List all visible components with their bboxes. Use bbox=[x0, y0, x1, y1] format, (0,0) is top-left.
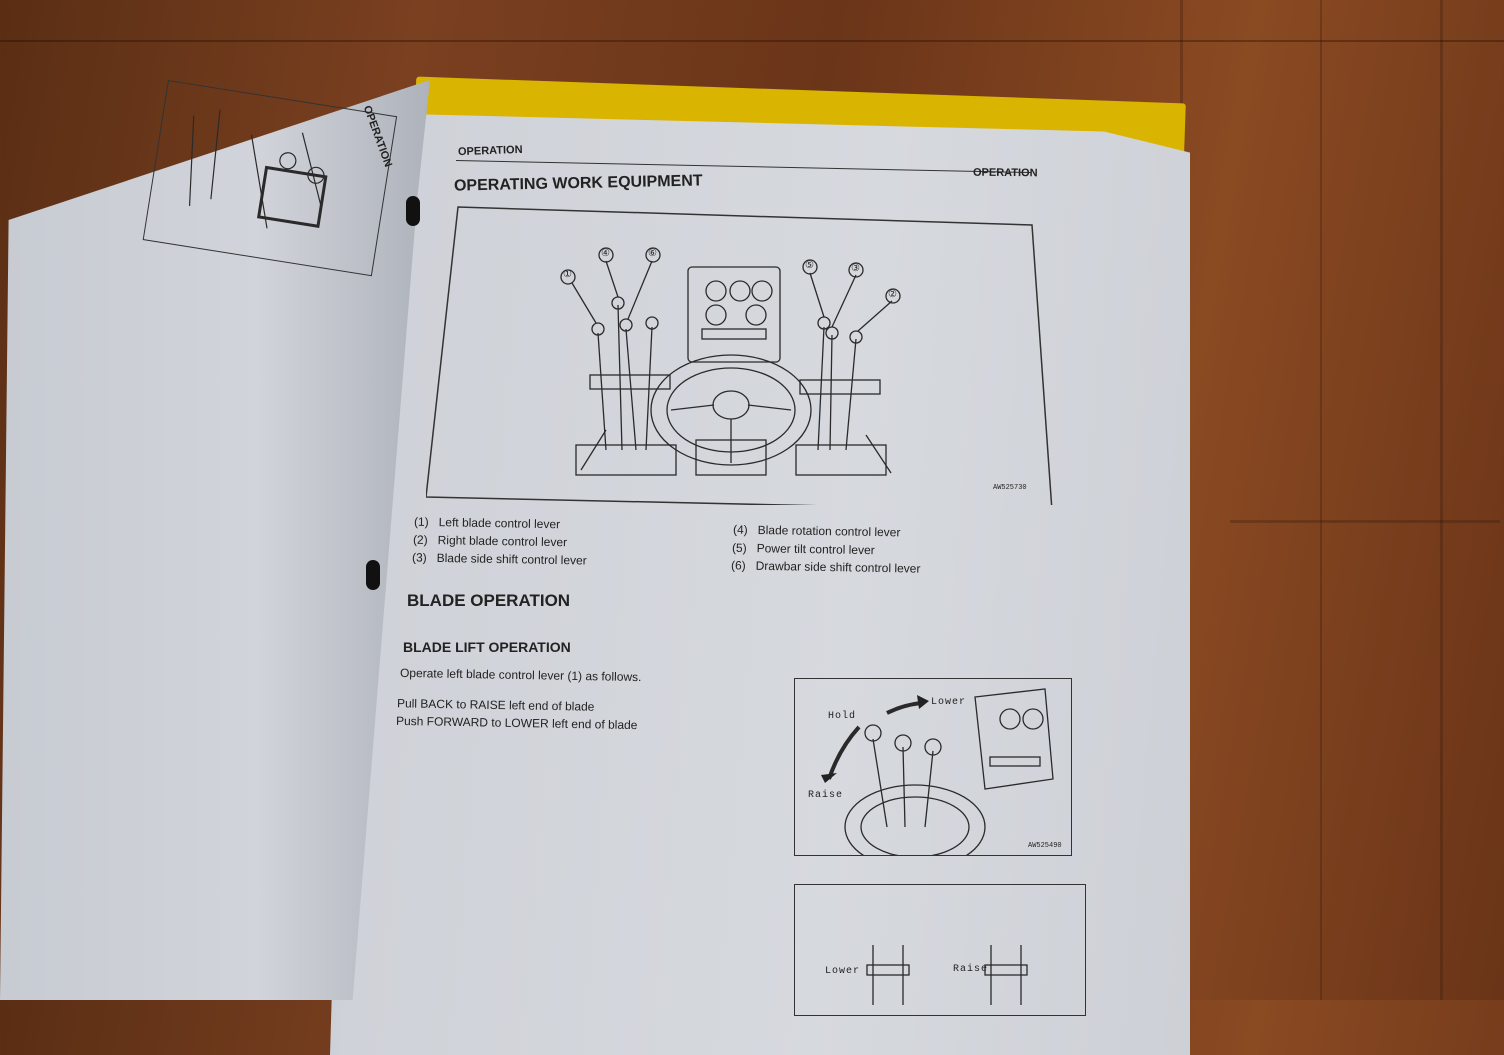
figure-blade-both bbox=[794, 884, 1086, 1016]
figure2-code: AW525490 bbox=[1028, 842, 1062, 850]
legend-item-1: (1) Left blade control lever bbox=[414, 515, 560, 532]
callout-4: ④ bbox=[601, 248, 610, 259]
floor-grain bbox=[1230, 520, 1500, 523]
label-lower-2: Lower bbox=[825, 966, 861, 977]
legend-num: (6) bbox=[730, 558, 746, 573]
legend-item-2: (2) Right blade control lever bbox=[413, 533, 567, 550]
legend-num: (1) bbox=[413, 514, 429, 529]
legend-text: Blade side shift control lever bbox=[436, 550, 587, 568]
legend-text: Drawbar side shift control lever bbox=[755, 558, 921, 576]
label-raise-2: Raise bbox=[953, 964, 989, 975]
legend-num: (3) bbox=[411, 550, 427, 565]
binder-hole bbox=[366, 560, 380, 590]
legend-item-5: (5) Power tilt control lever bbox=[732, 541, 875, 557]
floor-grain bbox=[1320, 0, 1322, 1000]
callout-5: ⑤ bbox=[805, 260, 814, 271]
section-heading: BLADE OPERATION bbox=[407, 591, 571, 610]
legend-num: (4) bbox=[732, 522, 748, 537]
right-page bbox=[330, 114, 1190, 1055]
sub-heading: BLADE LIFT OPERATION bbox=[403, 639, 571, 655]
left-page bbox=[0, 80, 430, 1000]
label-hold: Hold bbox=[828, 711, 857, 722]
callout-6: ⑥ bbox=[648, 248, 657, 259]
legend-text: Right blade control lever bbox=[437, 533, 568, 550]
callout-3: ③ bbox=[851, 263, 860, 274]
floor-seam bbox=[0, 40, 1504, 42]
legend-num: (5) bbox=[731, 540, 747, 556]
legend-item-4: (4) Blade rotation control lever bbox=[733, 523, 901, 540]
figure-operator-station bbox=[425, 205, 1056, 512]
figure-code: AW525730 bbox=[993, 484, 1027, 492]
callout-2: ② bbox=[888, 289, 897, 300]
legend-num: (2) bbox=[412, 532, 428, 547]
legend-text: Blade rotation control lever bbox=[757, 522, 901, 540]
left-page-figure bbox=[142, 80, 398, 277]
label-raise: Raise bbox=[808, 790, 844, 801]
floor-grain bbox=[1440, 0, 1443, 1000]
binder-hole bbox=[406, 196, 420, 226]
running-head-right: OPERATION bbox=[972, 166, 1038, 180]
callout-1: ① bbox=[563, 269, 572, 280]
legend-text: Left blade control lever bbox=[438, 515, 561, 532]
legend-text: Power tilt control lever bbox=[756, 541, 875, 558]
running-head-left: OPERATION bbox=[457, 143, 523, 159]
figure-blade-lift bbox=[794, 678, 1072, 870]
label-lower: Lower bbox=[931, 697, 967, 708]
